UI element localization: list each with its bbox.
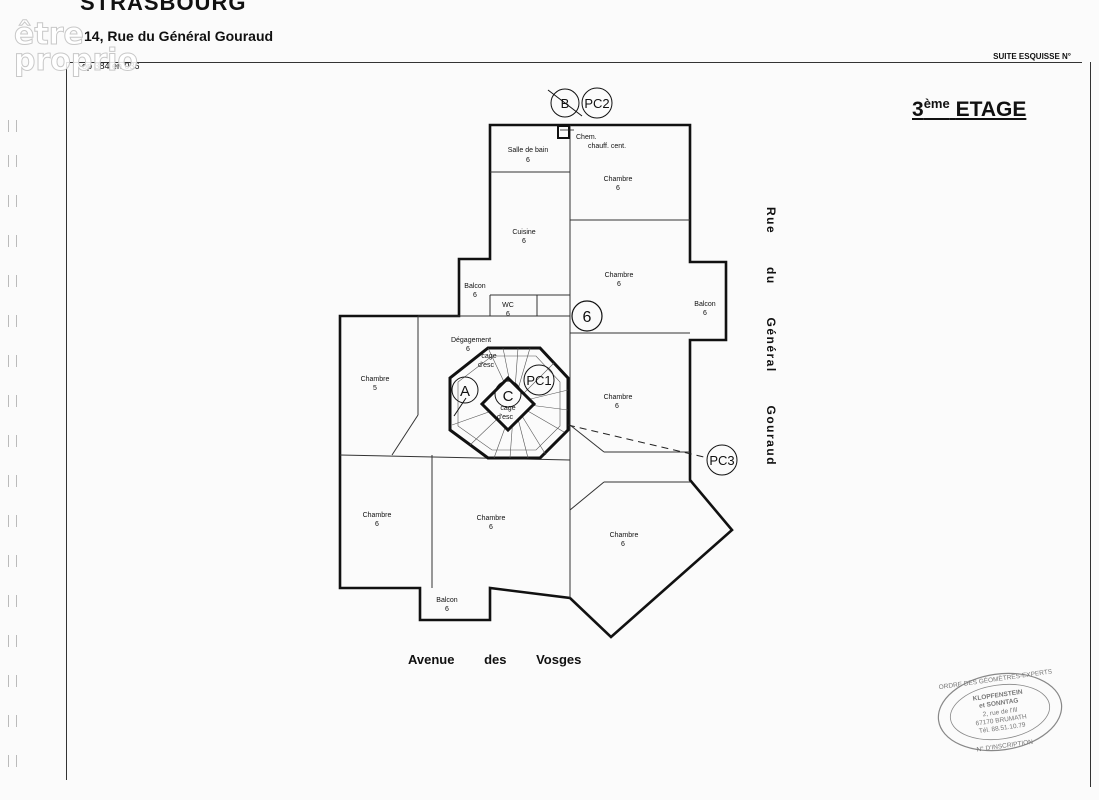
interior-walls: [339, 125, 690, 598]
room-chambre-w: Chambre: [361, 376, 390, 383]
binding-hole: [8, 675, 17, 687]
marker-a: [451, 376, 479, 404]
stair-label-2b: d'esc: [497, 414, 514, 421]
marker-pc1: [523, 364, 555, 396]
reference-code: op 384 en 036: [82, 61, 140, 71]
room-chambre-sw: Chambre: [363, 512, 392, 519]
room-chambre-pt: Chambre: [610, 532, 639, 539]
room-balcon-s-num: 6: [445, 606, 449, 613]
marker-b: [547, 88, 583, 118]
stamp-ring-top: ORDRE DES GÉOMÈTRES-EXPERTS: [938, 666, 1053, 691]
marker-a-label: A: [460, 383, 470, 400]
marker-pc2: [581, 87, 613, 119]
binding-hole: [8, 355, 17, 367]
room-balcon-w-num: 6: [473, 292, 477, 299]
binding-hole: [8, 120, 17, 132]
room-salle-de-bain-num: 6: [526, 157, 530, 164]
lot-number-circle: [571, 300, 603, 332]
marker-c-label: C: [503, 388, 514, 405]
binding-hole: [8, 395, 17, 407]
room-chambre-se: Chambre: [604, 394, 633, 401]
watermark-logo: être proprio: [13, 17, 139, 78]
frame-left-line: [66, 62, 67, 780]
stair-label-2: cage: [500, 405, 515, 412]
street-label-right: Rue du Général Gouraud: [764, 207, 778, 466]
room-chambre-sw-num: 6: [375, 521, 379, 528]
binding-hole: [8, 555, 17, 567]
staircase-outline: [448, 346, 570, 460]
room-chambre-se-num: 6: [615, 403, 619, 410]
room-cuisine-num: 6: [522, 238, 526, 245]
room-cuisine: Cuisine: [512, 229, 535, 236]
binding-hole: [8, 315, 17, 327]
arrow-a: [453, 397, 467, 417]
binding-hole: [8, 515, 17, 527]
stamp-ring-bottom: N° D'INSCRIPTION: [976, 738, 1034, 754]
room-chambre-e-num: 6: [617, 281, 621, 288]
room-chambre-ne: Chambre: [604, 176, 633, 183]
room-salle-de-bain: Salle de bain: [508, 147, 549, 154]
chimney-flue: [557, 125, 570, 139]
room-balcon-w: Balcon: [464, 283, 486, 290]
chimney-label: Chem.: [576, 134, 597, 141]
suite-esquisse-label: SUITE ESQUISSE N°: [993, 52, 1071, 61]
city-title: STRASBOURG: [80, 0, 247, 15]
stamp-line-3: 2, rue de l'Ill: [982, 707, 1018, 719]
binding-hole: [8, 235, 17, 247]
room-degagement-num: 6: [466, 346, 470, 353]
floor-title: 3ème ETAGE: [912, 96, 1027, 121]
binding-hole: [8, 715, 17, 727]
room-balcon-e: Balcon: [694, 301, 716, 308]
geometer-stamp: ORDRE DES GÉOMÈTRES-EXPERTS N° D'INSCRIP…: [937, 666, 1063, 754]
marker-pc3-label: PC3: [709, 453, 734, 468]
binding-hole: [8, 195, 17, 207]
room-balcon-e-num: 6: [703, 310, 707, 317]
address-line: 14, Rue du Général Gouraud: [84, 28, 274, 44]
room-balcon-s: Balcon: [436, 597, 458, 604]
room-chambre-w-num: 5: [373, 385, 377, 392]
binding-hole: [8, 155, 17, 167]
binding-hole: [8, 475, 17, 487]
street-label-bottom: Avenue des Vosges: [408, 652, 582, 667]
stair-label-1b: d'esc: [478, 362, 495, 369]
room-wc: WC: [502, 302, 514, 309]
binding-hole: [8, 635, 17, 647]
marker-pc1-label: PC1: [526, 373, 551, 388]
marker-c: [494, 380, 522, 408]
binding-hole: [8, 755, 17, 767]
frame-right-line: [1090, 62, 1091, 787]
room-chambre-ne-num: 6: [616, 185, 620, 192]
room-wc-num: 6: [506, 311, 510, 318]
lot-number: 6: [583, 309, 592, 326]
marker-pc3: [706, 444, 738, 476]
chimney-label-2: chauff. cent.: [588, 143, 626, 150]
room-chambre-pt-num: 6: [621, 541, 625, 548]
room-chambre-s-num: 6: [489, 524, 493, 531]
stair-label-1: cage: [481, 353, 496, 360]
room-chambre-e: Chambre: [605, 272, 634, 279]
room-degagement: Dégagement: [451, 337, 491, 344]
binding-hole: [8, 275, 17, 287]
binding-hole: [8, 595, 17, 607]
binding-hole: [8, 435, 17, 447]
marker-pc2-label: PC2: [584, 96, 609, 111]
marker-b-label: B: [561, 96, 570, 111]
pc3-leader-line: [567, 424, 709, 459]
room-chambre-s: Chambre: [477, 515, 506, 522]
frame-top-line: [66, 62, 1082, 63]
